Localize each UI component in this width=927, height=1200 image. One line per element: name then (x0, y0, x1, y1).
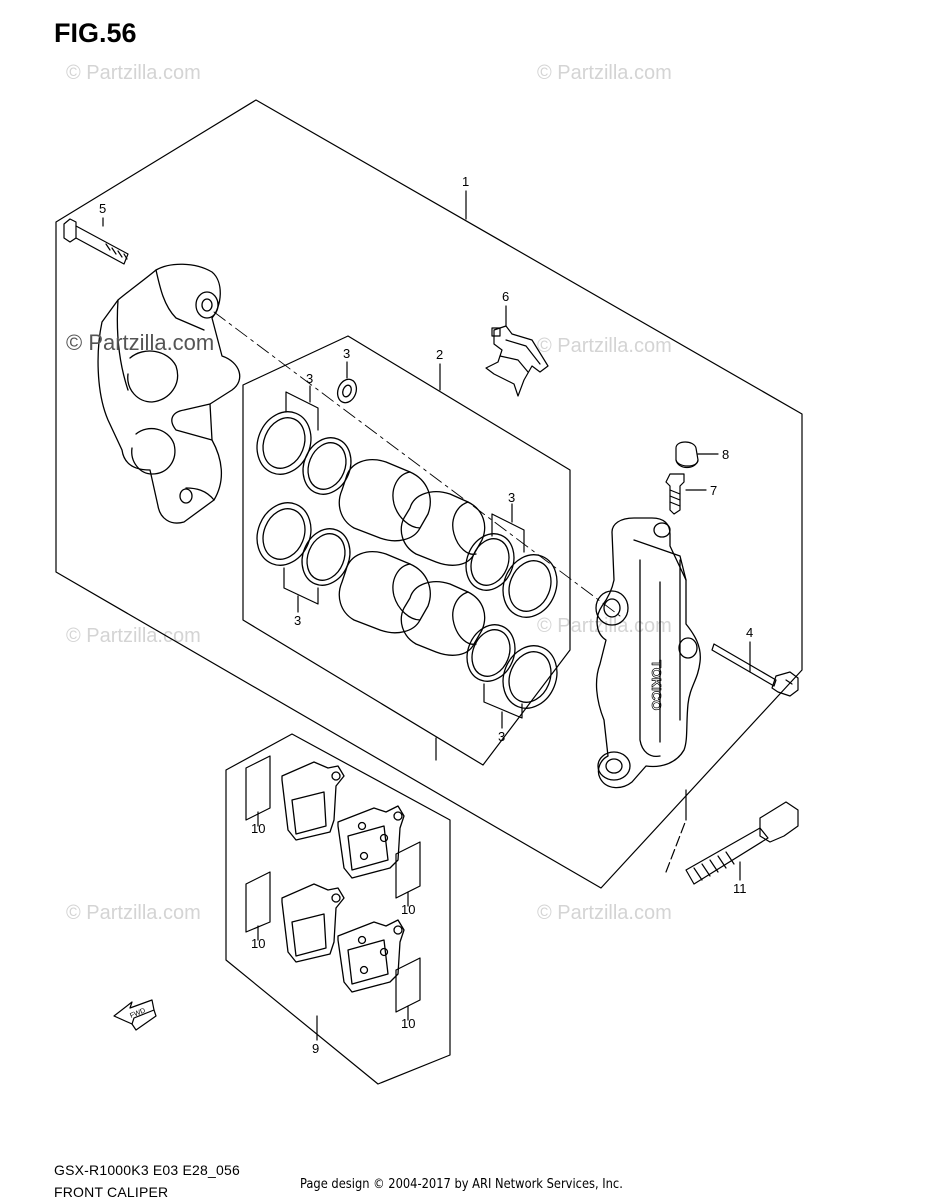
bracket (283, 567, 319, 605)
page-credit: Page design © 2004-2017 by ARI Network S… (300, 1176, 623, 1192)
brake-pad (337, 919, 405, 993)
shim-part-10 (395, 957, 421, 1013)
shim-part-10 (245, 871, 271, 933)
seal-ring (502, 645, 558, 709)
callout-label: 9 (312, 1041, 319, 1056)
assembly-outline (55, 99, 803, 889)
callout-label: 5 (99, 201, 106, 216)
piston (338, 459, 431, 542)
watermark: © Partzilla.com (537, 62, 672, 84)
seal-ring (256, 411, 312, 475)
callout-label: 10 (251, 936, 265, 951)
callout-label: 10 (401, 1016, 415, 1031)
callout-labels: 1 2 3 3 3 3 3 4 5 6 7 8 9 10 10 10 10 11 (99, 174, 753, 1056)
shim-part-10 (245, 755, 271, 821)
piston (400, 581, 486, 656)
seal-ring (256, 502, 312, 566)
piston-kit-outline (242, 335, 571, 766)
seal-ring (502, 554, 558, 618)
assembly-name: FRONT CALIPER (54, 1184, 169, 1200)
brake-pad (281, 883, 345, 963)
seal-ring (302, 437, 352, 495)
bracket (491, 513, 525, 553)
figure-title: FIG.56 (54, 18, 137, 48)
seal-ring (466, 624, 516, 682)
callout-label: 3 (294, 613, 301, 628)
callout-label: 3 (508, 490, 515, 505)
callout-label: 6 (502, 289, 509, 304)
bolt-part-5 (63, 218, 129, 265)
callout-label: 8 (722, 447, 729, 462)
bracket (285, 391, 319, 431)
right-caliper-half: TOKICO (595, 517, 701, 789)
piston (338, 551, 431, 634)
brake-pad (337, 805, 405, 879)
bolt-part-4 (711, 643, 799, 697)
watermark: © Partzilla.com (537, 902, 672, 924)
tokico-emboss: TOKICO (649, 660, 664, 710)
callout-label: 10 (401, 902, 415, 917)
callout-label: 3 (498, 729, 505, 744)
watermark: © Partzilla.com (66, 625, 201, 647)
dust-seal (336, 378, 358, 404)
callout-label: 2 (436, 347, 443, 362)
centerline (213, 311, 621, 617)
callout-label: 4 (746, 625, 753, 640)
watermark: © Partzilla.com (66, 902, 201, 924)
bolt-part-11 (665, 789, 799, 885)
callout-label: 11 (733, 881, 747, 896)
seal-ring (301, 528, 351, 586)
bracket (483, 683, 523, 719)
watermark: © Partzilla.com (537, 335, 672, 357)
watermark: © Partzilla.com (66, 330, 215, 355)
callout-label: 7 (710, 483, 717, 498)
callout-label: 3 (343, 346, 350, 361)
callout-label: 10 (251, 821, 265, 836)
callout-label: 3 (306, 371, 313, 386)
watermark: © Partzilla.com (537, 615, 672, 637)
piston (400, 491, 486, 566)
callout-label: 1 (462, 174, 469, 189)
brake-pad-set-outline (225, 733, 451, 1085)
bleeder-screw-part-7 (665, 473, 685, 515)
watermark: © Partzilla.com (66, 62, 201, 84)
forward-arrow-icon: FWD (113, 999, 157, 1031)
left-caliper-half (97, 263, 241, 524)
bleeder-cap-part-8 (675, 441, 699, 469)
pad-spring-part-6 (485, 325, 549, 397)
diagram-code: GSX-R1000K3 E03 E28_056 (54, 1162, 240, 1178)
shim-part-10 (395, 841, 421, 899)
brake-pad (281, 761, 345, 841)
